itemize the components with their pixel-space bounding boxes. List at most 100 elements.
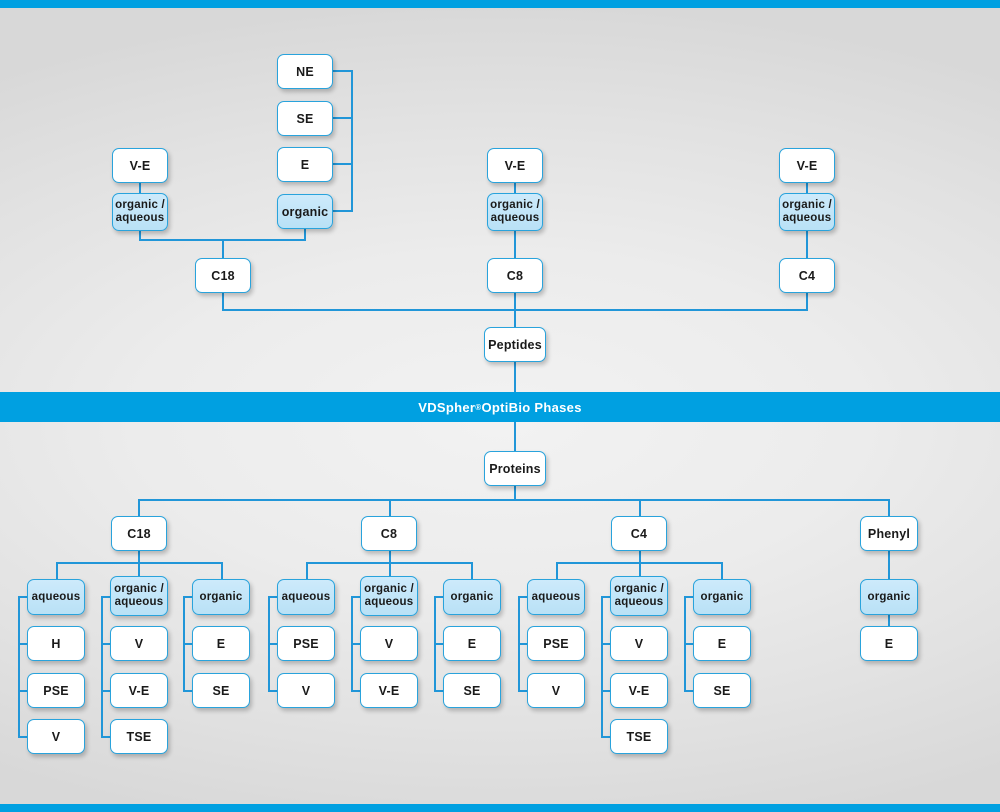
node-c18-aqueous-item-2[interactable]: V xyxy=(27,719,85,754)
bus-c18-orgaq-stub-1 xyxy=(101,643,111,645)
bus-c18-orgaq xyxy=(101,596,103,737)
node-peptides[interactable]: Peptides xyxy=(484,327,546,362)
node-proteins-c4-organic[interactable]: organic xyxy=(693,579,751,615)
node-proteins-c18-aqueous[interactable]: aqueous xyxy=(27,579,85,615)
bus-c8-organic-stub-2 xyxy=(434,690,444,692)
bus-c4-aqueous-stub-0 xyxy=(518,596,528,598)
node-proteins-c4-aqueous[interactable]: aqueous xyxy=(527,579,585,615)
node-proteins-c18-organic[interactable]: organic xyxy=(192,579,250,615)
node-c8-aqueous-item-1[interactable]: V xyxy=(277,673,335,708)
node-c18-orgaq-item-1[interactable]: V-E xyxy=(110,673,168,708)
node-peptides-c18-se[interactable]: SE xyxy=(277,101,333,136)
bus-c18-aqueous-stub-2 xyxy=(18,690,28,692)
node-peptides-c18-organic[interactable]: organic xyxy=(277,194,333,229)
connector-bar-to-c4 xyxy=(639,499,641,516)
connector-c8b-to-orgaq xyxy=(389,562,391,579)
bus-c8-aqueous-stub-0 xyxy=(268,596,278,598)
node-c18-aqueous-item-1[interactable]: PSE xyxy=(27,673,85,708)
connector-banner-to-proteins xyxy=(514,420,516,452)
node-c8-orgaq-item-1[interactable]: V-E xyxy=(360,673,418,708)
bus-c4-orgaq-stub-1 xyxy=(601,643,611,645)
bottom-accent-bar xyxy=(0,804,1000,812)
connector-phenyl-to-organic xyxy=(888,551,890,579)
connector-c18-to-aqueous xyxy=(56,562,58,579)
node-c18-aqueous-item-0[interactable]: H xyxy=(27,626,85,661)
node-c4-aqueous-item-0[interactable]: PSE xyxy=(527,626,585,661)
node-c8-organic-item-1[interactable]: SE xyxy=(443,673,501,708)
bus-c4-orgaq-stub-0 xyxy=(601,596,611,598)
node-proteins-c8-organic-aqueous[interactable]: organic / aqueous xyxy=(360,576,418,616)
connector-peptides-to-banner xyxy=(514,362,516,394)
connector-proteins-down xyxy=(514,486,516,500)
bus-c8-organic-stub-1 xyxy=(434,643,444,645)
bus-c4-orgaq-stub-2 xyxy=(601,690,611,692)
node-c4-orgaq-item-0[interactable]: V xyxy=(610,626,668,661)
banner-title: OptiBio Phases xyxy=(481,399,582,415)
node-peptides-c18-organic-aqueous[interactable]: organic / aqueous xyxy=(112,193,168,231)
connector-c8-to-bar xyxy=(514,293,516,310)
connector-c8b-to-aqueous xyxy=(306,562,308,579)
node-peptides-c8[interactable]: C8 xyxy=(487,258,543,293)
node-peptides-c8-organic-aqueous[interactable]: organic / aqueous xyxy=(487,193,543,231)
bus-c4-aqueous-stub-1 xyxy=(518,643,528,645)
connector-proteins-bar xyxy=(138,499,889,501)
connector-c18-to-bar xyxy=(222,293,224,310)
connector-bar-to-c18 xyxy=(138,499,140,516)
node-proteins-c8[interactable]: C8 xyxy=(361,516,417,551)
connector-bar-to-c8 xyxy=(389,499,391,516)
node-peptides-c4-organic-aqueous[interactable]: organic / aqueous xyxy=(779,193,835,231)
bus-c18-orgaq-stub-0 xyxy=(101,596,111,598)
connector-c4-to-bar xyxy=(806,293,808,310)
connector-c4b-to-orgaq xyxy=(639,562,641,579)
node-phenyl-organic-item-0[interactable]: E xyxy=(860,626,918,661)
node-proteins[interactable]: Proteins xyxy=(484,451,546,486)
connector-organic-stub xyxy=(333,210,353,212)
node-proteins-phenyl-organic[interactable]: organic xyxy=(860,579,918,615)
node-peptides-c18[interactable]: C18 xyxy=(195,258,251,293)
node-c18-orgaq-item-2[interactable]: TSE xyxy=(110,719,168,754)
node-proteins-c4[interactable]: C4 xyxy=(611,516,667,551)
node-peptides-c4-ve[interactable]: V-E xyxy=(779,148,835,183)
node-peptides-c18-ve[interactable]: V-E xyxy=(112,148,168,183)
connector-ne-stub xyxy=(333,70,353,72)
connector-c4-ve-to-orgaq xyxy=(806,182,808,194)
node-proteins-c8-aqueous[interactable]: aqueous xyxy=(277,579,335,615)
connector-c18-orgaq-down xyxy=(139,231,141,240)
connector-bar-to-peptides xyxy=(514,309,516,327)
node-c8-orgaq-item-0[interactable]: V xyxy=(360,626,418,661)
node-peptides-c18-ne[interactable]: NE xyxy=(277,54,333,89)
node-c4-organic-item-0[interactable]: E xyxy=(693,626,751,661)
node-c18-organic-item-0[interactable]: E xyxy=(192,626,250,661)
connector-c18-ve-to-orgaq xyxy=(139,182,141,194)
node-proteins-phenyl[interactable]: Phenyl xyxy=(860,516,918,551)
connector-phenyl-organic-to-e xyxy=(888,615,890,626)
connector-c18-junction-down xyxy=(222,239,224,259)
connector-c18-to-organic xyxy=(221,562,223,579)
connector-c4-orgaq-to-c4 xyxy=(806,231,808,259)
bus-c4-organic-stub-0 xyxy=(684,596,694,598)
node-peptides-c4[interactable]: C4 xyxy=(779,258,835,293)
connector-c4b-to-organic xyxy=(721,562,723,579)
node-proteins-c18-organic-aqueous[interactable]: organic / aqueous xyxy=(110,576,168,616)
bus-c18-aqueous-stub-1 xyxy=(18,643,28,645)
connector-c18-down xyxy=(138,551,140,563)
node-c4-aqueous-item-1[interactable]: V xyxy=(527,673,585,708)
node-peptides-c18-e[interactable]: E xyxy=(277,147,333,182)
bus-c4-organic-stub-1 xyxy=(684,643,694,645)
node-c8-organic-item-0[interactable]: E xyxy=(443,626,501,661)
node-c18-organic-item-1[interactable]: SE xyxy=(192,673,250,708)
bus-c8-orgaq-stub-0 xyxy=(351,596,361,598)
node-proteins-c8-organic[interactable]: organic xyxy=(443,579,501,615)
node-peptides-c8-ve[interactable]: V-E xyxy=(487,148,543,183)
bus-c8-orgaq-stub-1 xyxy=(351,643,361,645)
node-c4-orgaq-item-2[interactable]: TSE xyxy=(610,719,668,754)
node-c18-orgaq-item-0[interactable]: V xyxy=(110,626,168,661)
node-proteins-c4-organic-aqueous[interactable]: organic / aqueous xyxy=(610,576,668,616)
node-c4-orgaq-item-1[interactable]: V-E xyxy=(610,673,668,708)
node-c8-aqueous-item-0[interactable]: PSE xyxy=(277,626,335,661)
node-c4-organic-item-1[interactable]: SE xyxy=(693,673,751,708)
banner-brand: VDSpher xyxy=(418,399,476,415)
connector-c18-to-orgaq xyxy=(138,562,140,579)
node-proteins-c18[interactable]: C18 xyxy=(111,516,167,551)
